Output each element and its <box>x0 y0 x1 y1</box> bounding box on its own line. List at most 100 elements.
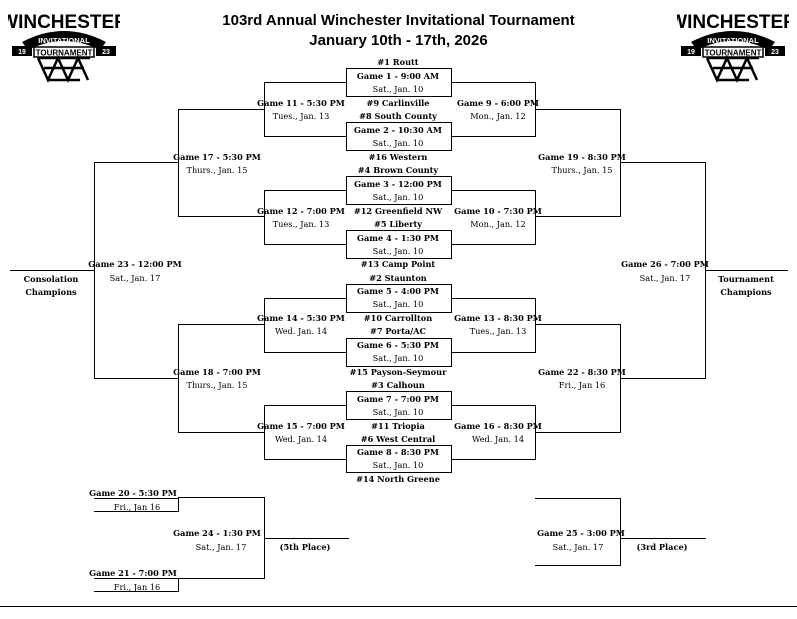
bracket-line <box>346 338 452 339</box>
seed-team: #3 Calhoun <box>371 380 425 390</box>
bracket-line <box>535 324 621 325</box>
consolation-champions-label: Champions <box>25 287 77 297</box>
game-16-label: Game 16 - 8:30 PM <box>454 421 542 431</box>
bracket-line <box>451 459 536 460</box>
logo-right-number: 23 <box>771 49 779 56</box>
page-title: 103rd Annual Winchester Invitational Tou… <box>222 12 575 29</box>
game-8-label: Game 8 - 8:30 PM <box>357 447 439 457</box>
game-12-label: Game 12 - 7:00 PM <box>257 206 345 216</box>
game-1-date: Sat., Jan. 10 <box>372 84 424 94</box>
game-14-date: Wed. Jan. 14 <box>274 326 328 336</box>
winchester-logo-right: WINCHESTER INVITATIONAL 19 23 TOURNAMENT <box>677 12 789 84</box>
seed-team: #6 West Central <box>360 434 436 444</box>
bracket-line <box>264 190 347 191</box>
game-20-date: Fri., Jan 16 <box>113 502 161 512</box>
game-26-label: Game 26 - 7:00 PM <box>621 259 709 269</box>
game-18-label: Game 18 - 7:00 PM <box>173 367 261 377</box>
logo-banner-text: TOURNAMENT <box>705 49 762 58</box>
seed-team: #13 Camp Point <box>360 259 436 269</box>
game-11-date: Tues., Jan. 13 <box>272 111 330 121</box>
game-4-label: Game 4 - 1:30 PM <box>357 233 439 243</box>
game-10-date: Mon., Jan. 12 <box>470 219 526 229</box>
bracket-line <box>346 472 452 473</box>
bracket-line <box>346 258 452 259</box>
bracket-line <box>178 324 265 325</box>
game-2-date: Sat., Jan. 10 <box>372 138 424 148</box>
game-13-date: Tues., Jan. 13 <box>469 326 527 336</box>
game-25-date: Sat., Jan. 17 <box>552 542 604 552</box>
bracket-line <box>94 162 179 163</box>
game-19-label: Game 19 - 8:30 PM <box>538 152 626 162</box>
bracket-line <box>620 378 706 379</box>
seed-team: #14 North Greene <box>356 474 440 484</box>
bracket-line <box>346 230 452 231</box>
bracket-line <box>535 298 536 353</box>
game-15-label: Game 15 - 7:00 PM <box>257 421 345 431</box>
seed-team: #11 Triopia <box>371 421 425 431</box>
bracket-line <box>346 284 452 285</box>
game-4-date: Sat., Jan. 10 <box>372 246 424 256</box>
seed-team: #10 Carrollton <box>363 313 433 323</box>
seed-team: #1 Routt <box>377 57 419 67</box>
game-9-date: Mon., Jan. 12 <box>470 111 526 121</box>
bracket-line <box>94 511 179 512</box>
fifth-place-label: (5th Place) <box>279 542 331 552</box>
logo-right-number: 23 <box>102 49 110 56</box>
game-24-label: Game 24 - 1:30 PM <box>173 528 261 538</box>
bracket-line <box>346 68 452 69</box>
bracket-line <box>535 432 621 433</box>
bracket-line <box>346 419 452 420</box>
third-place-label: (3rd Place) <box>636 542 688 552</box>
bracket-line <box>451 82 536 83</box>
bracket-line <box>178 109 179 217</box>
game-22-label: Game 22 - 8:30 PM <box>538 367 626 377</box>
game-18-date: Thurs., Jan. 15 <box>186 380 248 390</box>
game-16-date: Wed. Jan. 14 <box>471 434 525 444</box>
game-23-label: Game 23 - 12:00 PM <box>88 259 182 269</box>
logo-arc-text: INVITATIONAL <box>707 36 759 45</box>
game-17-date: Thurs., Jan. 15 <box>186 165 248 175</box>
game-14-label: Game 14 - 5:30 PM <box>257 313 345 323</box>
game-10-label: Game 10 - 7:30 PM <box>454 206 542 216</box>
game-21-label: Game 21 - 7:00 PM <box>89 568 177 578</box>
bracket-line <box>451 298 536 299</box>
bracket-line <box>451 190 536 191</box>
bracket-line <box>346 445 452 446</box>
bracket-line <box>346 96 452 97</box>
game-7-label: Game 7 - 7:00 PM <box>357 394 439 404</box>
logo-wordmark: WINCHESTER <box>677 12 789 33</box>
bracket-line <box>346 204 452 205</box>
game-5-date: Sat., Jan. 10 <box>372 299 424 309</box>
game-5-label: Game 5 - 4:00 PM <box>357 286 439 296</box>
bracket-line <box>94 591 179 592</box>
logo-banner-text: TOURNAMENT <box>36 49 93 58</box>
game-12-date: Tues., Jan. 13 <box>272 219 330 229</box>
bracket-line <box>346 366 452 367</box>
seed-team: #5 Liberty <box>373 219 423 229</box>
bracket-line <box>705 270 788 271</box>
game-7-date: Sat., Jan. 10 <box>372 407 424 417</box>
seed-team: #16 Western <box>368 152 428 162</box>
bracket-line <box>264 538 349 539</box>
seed-team: #8 South County <box>359 111 437 121</box>
seed-team: #12 Greenfield NW <box>353 206 443 216</box>
logo-left-number: 19 <box>687 49 695 56</box>
tournament-dates: January 10th - 17th, 2026 <box>309 32 488 49</box>
bracket-line <box>264 298 265 353</box>
logo-arc-text: INVITATIONAL <box>38 36 90 45</box>
game-17-label: Game 17 - 5:30 PM <box>173 152 261 162</box>
game-23-date: Sat., Jan. 17 <box>109 273 161 283</box>
bracket-line <box>620 162 706 163</box>
bracket-line <box>620 498 621 566</box>
bracket-line <box>264 82 347 83</box>
bracket-line <box>346 176 452 177</box>
bracket-line <box>451 244 536 245</box>
bracket-line <box>620 109 621 217</box>
bracket-line <box>178 578 265 579</box>
seed-team: #15 Payson-Seymour <box>349 367 447 377</box>
game-6-date: Sat., Jan. 10 <box>372 353 424 363</box>
bracket-line <box>0 606 797 607</box>
game-2-label: Game 2 - 10:30 AM <box>354 125 442 135</box>
bracket-line <box>264 190 265 245</box>
winchester-logo-left: WINCHESTER INVITATIONAL 19 23 TOURNAMENT <box>8 12 120 84</box>
